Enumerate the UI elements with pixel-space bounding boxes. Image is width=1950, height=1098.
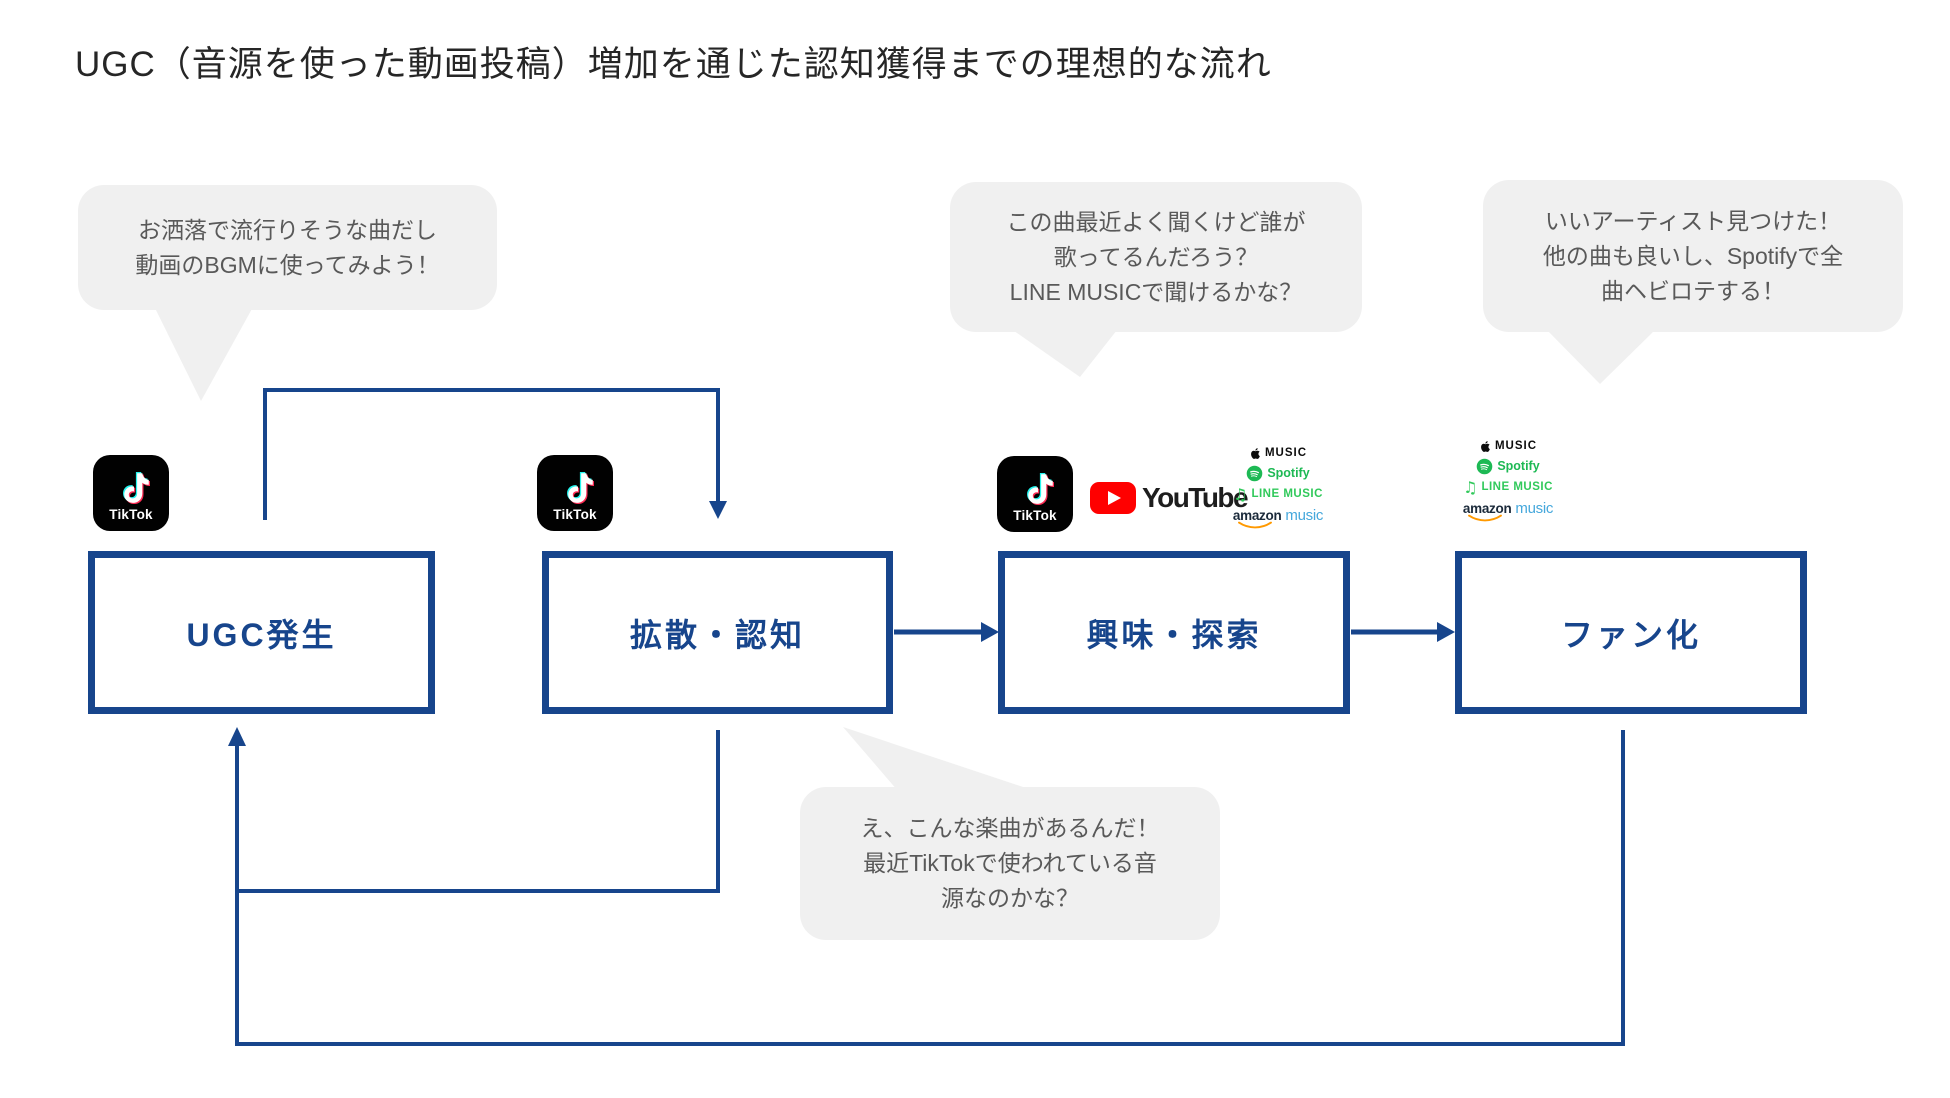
stage-box-ugc: UGC発生 — [88, 551, 435, 714]
spotify-icon — [1477, 458, 1493, 475]
spotify-logo: Spotify — [1246, 465, 1310, 482]
arrow-spread-to-interest-head — [981, 622, 999, 642]
apple-music-wordmark: MUSIC — [1494, 439, 1538, 452]
line-music-wordmark: LINE MUSIC — [1481, 481, 1553, 494]
spotify-icon — [1247, 465, 1263, 482]
bubble-line: LINE MUSICで聞けるかな？ — [1009, 278, 1303, 305]
amazon-wordmark: amazon — [1462, 501, 1512, 516]
music-services-stack: MUSIC Spotify ♫ LINE MUSIC amazon music — [1458, 440, 1558, 522]
bubble-line: 動画のBGMに使ってみよう！ — [135, 251, 440, 278]
tiktok-note-glyph — [1027, 472, 1054, 505]
tiktok-note-glyph — [123, 471, 150, 504]
feedback-fan-to-ugc-line — [235, 730, 1625, 1046]
speech-bubble-interest: この曲最近よく聞くけど誰が 歌ってるんだろう？ LINE MUSICで聞けるかな… — [950, 182, 1362, 332]
stage-box-spread: 拡散・認知 — [542, 551, 893, 714]
page-title: UGC（音源を使った動画投稿）増加を通じた認知獲得までの理想的な流れ — [75, 45, 1272, 84]
apple-music-wordmark: MUSIC — [1264, 446, 1308, 459]
bubble-line: 歌ってるんだろう？ — [1053, 243, 1259, 270]
bubble-tail-interest — [1007, 326, 1117, 377]
feedback-spread-to-ugc-line — [239, 730, 720, 893]
stage-box-fan: ファン化 — [1455, 551, 1807, 714]
spotify-wordmark: Spotify — [1267, 466, 1310, 481]
apple-music-logo: MUSIC — [1249, 447, 1307, 460]
amazon-music-wordmark: music — [1515, 500, 1554, 517]
amazon-music-wordmark: music — [1285, 507, 1324, 524]
line-music-wordmark: LINE MUSIC — [1251, 488, 1323, 501]
amazon-music-logo: amazon music — [1462, 500, 1554, 522]
youtube-play-icon — [1090, 482, 1136, 514]
amazon-wordmark-wrap: amazon — [1462, 501, 1512, 522]
stage-box-interest: 興味・探索 — [998, 551, 1350, 714]
speech-bubble-ugc: お洒落で流行りそうな曲だし 動画のBGMに使ってみよう！ — [78, 185, 497, 310]
stage-label: 興味・探索 — [1086, 616, 1262, 653]
bubble-line: 源なのかな？ — [941, 885, 1079, 911]
apple-icon — [1251, 448, 1260, 459]
speech-bubble-discovery: え、こんな楽曲があるんだ！ 最近TikTokで使われている音 源なのかな？ — [800, 787, 1220, 940]
youtube-logo: YouTube — [1090, 482, 1249, 514]
spotify-logo: Spotify — [1476, 458, 1540, 475]
amazon-music-logo: amazon music — [1232, 507, 1324, 529]
music-services-stack: MUSIC Spotify ♫ LINE MUSIC amazon music — [1228, 447, 1328, 529]
stage-label: 拡散・認知 — [629, 616, 805, 653]
tiktok-wordmark: TikTok — [1013, 507, 1057, 523]
tiktok-note-glyph — [567, 471, 594, 504]
amazon-smile-icon — [1237, 521, 1272, 529]
feedback-arrow-head — [228, 727, 246, 746]
line-music-logo: ♫ LINE MUSIC — [1463, 480, 1553, 496]
arrow-ugc-to-spread-line — [263, 388, 720, 520]
bubble-line: 曲ヘビロテする！ — [1601, 277, 1785, 304]
music-note-icon: ♫ — [1463, 478, 1478, 497]
tiktok-icon: TikTok — [537, 455, 613, 531]
amazon-wordmark-wrap: amazon — [1232, 508, 1282, 529]
apple-icon — [1481, 441, 1490, 452]
bubble-tail-discovery — [843, 727, 1035, 791]
bubble-line: お洒落で流行りそうな曲だし — [138, 216, 437, 243]
bubble-line: この曲最近よく聞くけど誰が — [1006, 208, 1306, 235]
tiktok-wordmark: TikTok — [553, 506, 597, 522]
music-note-icon: ♫ — [1233, 485, 1248, 504]
youtube-wordmark: YouTube — [1142, 482, 1249, 513]
bubble-tail-fan — [1545, 328, 1655, 384]
bubble-tail-ugc — [150, 298, 258, 401]
bubble-line: いいアーティスト見つけた！ — [1544, 207, 1842, 234]
arrow-interest-to-fan-head — [1437, 622, 1455, 642]
tiktok-icon: TikTok — [997, 456, 1073, 532]
arrow-ugc-to-spread-head — [709, 501, 727, 519]
bubble-line: 最近TikTokで使われている音 — [863, 850, 1157, 876]
bubble-line: え、こんな楽曲があるんだ！ — [860, 815, 1160, 841]
line-music-logo: ♫ LINE MUSIC — [1233, 487, 1323, 503]
apple-music-logo: MUSIC — [1479, 440, 1537, 453]
tiktok-wordmark: TikTok — [109, 506, 153, 522]
amazon-wordmark: amazon — [1232, 508, 1282, 523]
speech-bubble-fan: いいアーティスト見つけた！ 他の曲も良いし、Spotifyで全 曲ヘビロテする！ — [1483, 180, 1903, 332]
bubble-line: 他の曲も良いし、Spotifyで全 — [1542, 242, 1844, 269]
tiktok-icon: TikTok — [93, 455, 169, 531]
spotify-wordmark: Spotify — [1497, 459, 1540, 474]
stage-label: UGC発生 — [186, 616, 337, 653]
amazon-smile-icon — [1467, 514, 1502, 522]
stage-label: ファン化 — [1560, 616, 1701, 653]
